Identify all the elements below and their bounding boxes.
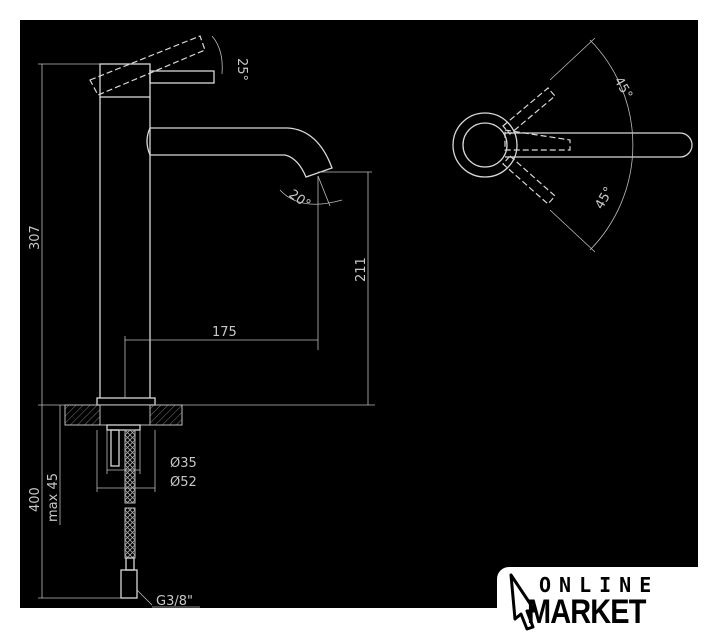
max-thickness-label: max 45 [46, 473, 61, 522]
hose-lower [124, 507, 136, 559]
mounting-stud [110, 429, 120, 467]
drawing-background [20, 20, 698, 608]
hose-length-label: 400 [28, 487, 43, 512]
lever-angle-arc [211, 35, 223, 75]
cursor-icon [509, 573, 537, 631]
spout-reach-label: 175 [212, 325, 237, 340]
diameter-52-label: Ø52 [170, 475, 197, 490]
online-market-logo: ONLINE MARKET [497, 567, 718, 640]
hose-upper [124, 429, 136, 504]
rotation-arc [589, 39, 634, 251]
body-circle [452, 112, 518, 178]
side-view: 25° 20° 307 211 175 Ø35 Ø52 400 max 45 G… [28, 35, 375, 609]
spout-angle-arc [279, 189, 343, 205]
hose-nut [120, 569, 138, 599]
spout-height-label: 211 [354, 257, 369, 282]
logo-line2: MARKET [527, 593, 646, 631]
handle-top-view [505, 132, 693, 158]
diameter-35-label: Ø35 [170, 456, 197, 471]
lever-handle [149, 70, 215, 84]
logo-line1: ONLINE [539, 573, 660, 597]
faucet-body [99, 97, 151, 398]
handle-center-dashed [504, 129, 571, 151]
spout [150, 127, 333, 178]
lever-angle-label: 25° [234, 58, 249, 81]
total-height-label: 307 [28, 225, 43, 250]
lever-raised-outline [89, 35, 206, 96]
handle-left-dashed [502, 87, 556, 135]
handle-right-dashed [502, 155, 556, 205]
thread-label: G3/8" [156, 594, 193, 609]
